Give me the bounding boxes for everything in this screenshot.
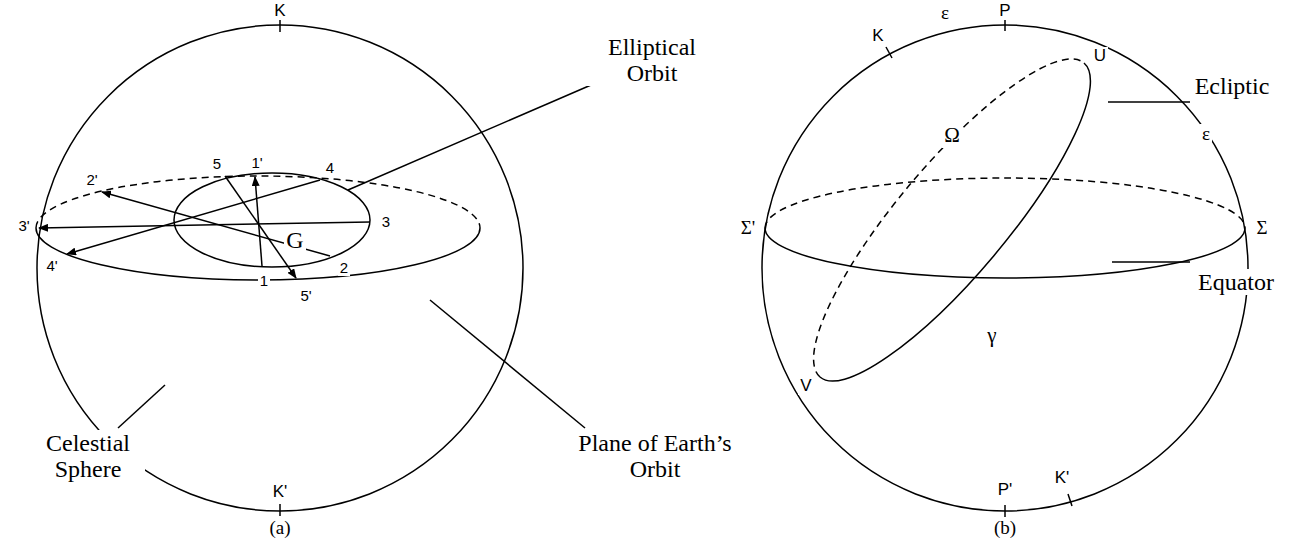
callout-label: Elliptical Orbit <box>585 34 719 87</box>
point-label: 3 <box>380 214 392 231</box>
callout-label: Equator <box>1196 269 1276 295</box>
point-label: γ <box>985 324 998 347</box>
point-label: 2' <box>84 172 99 189</box>
centre-label: G <box>284 227 305 253</box>
panel-label: (b) <box>992 518 1018 539</box>
point-label: U <box>1092 47 1108 66</box>
pole-label: K' <box>271 483 290 502</box>
pole-label: K' <box>1053 469 1072 488</box>
point-label: 4 <box>324 160 336 177</box>
angle-label: ε <box>939 3 951 24</box>
point-label: Σ <box>1254 218 1269 239</box>
point-label: V <box>798 377 813 396</box>
point-label: 1 <box>258 273 270 290</box>
point-label: 3' <box>16 218 31 235</box>
point-label: 4' <box>44 258 59 275</box>
point-label: 5' <box>298 288 313 305</box>
panel-label: (a) <box>267 518 292 539</box>
point-label: 2 <box>338 260 350 277</box>
point-label: 5 <box>211 156 223 173</box>
angle-label: ε <box>1200 124 1212 145</box>
point-label: 1' <box>249 155 264 172</box>
pole-label: K <box>870 27 885 46</box>
callout-label: Plane of Earth’s Orbit <box>568 430 742 483</box>
callout-label: Celestial Sphere <box>31 430 145 483</box>
point-label: Ω <box>942 124 962 147</box>
pole-label: K <box>272 2 287 21</box>
callout-label: Ecliptic <box>1193 73 1272 99</box>
pole-label: P <box>997 2 1012 21</box>
point-label: Σ' <box>739 218 757 239</box>
pole-label: P' <box>996 481 1015 500</box>
